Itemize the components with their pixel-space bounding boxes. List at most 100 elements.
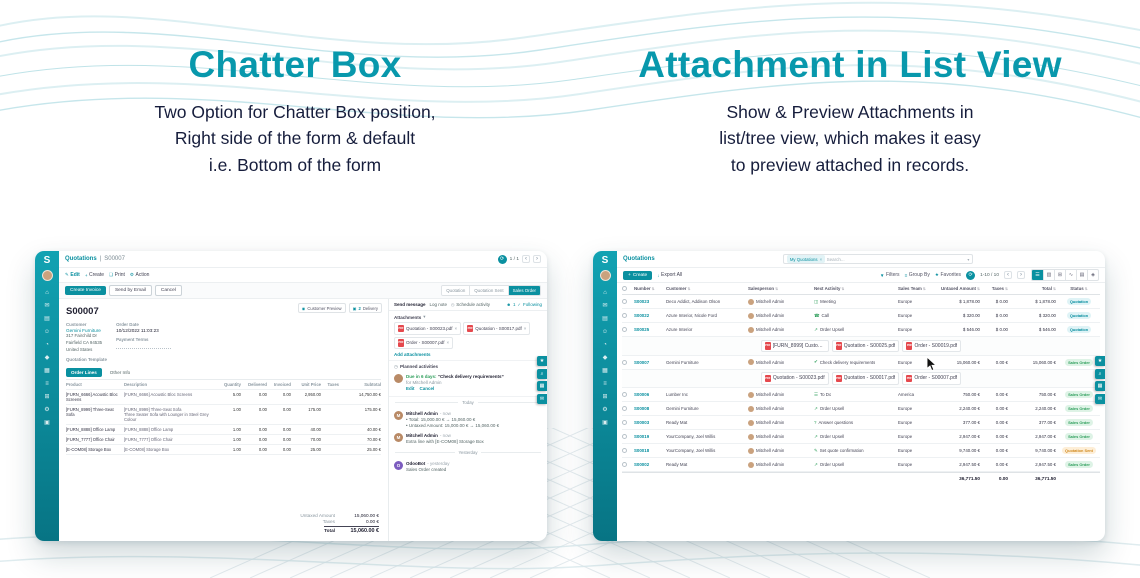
user-avatar[interactable] xyxy=(41,270,53,281)
sales-icon[interactable]: ◆ xyxy=(44,355,50,361)
quotation-number[interactable]: S00006 xyxy=(634,392,650,397)
contacts-icon[interactable]: ☺ xyxy=(43,328,51,335)
message-author[interactable]: Mitchell Admin xyxy=(406,432,438,438)
row-checkbox[interactable] xyxy=(622,462,627,467)
create-button[interactable]: +Create xyxy=(623,270,653,280)
row-checkbox[interactable] xyxy=(622,299,627,304)
order-line-row[interactable]: [FURN_6666] Acoustic Bloc Screens [FURN_… xyxy=(66,390,381,406)
status-step[interactable]: Sales Order xyxy=(507,286,540,295)
next-activity-cell[interactable]: ✔Check delivery requirements xyxy=(814,359,876,365)
search-icon[interactable]: ⌕ xyxy=(1095,368,1105,379)
quotation-number[interactable]: S00008 xyxy=(634,406,650,411)
following-label[interactable]: Following xyxy=(522,302,542,307)
row-checkbox[interactable] xyxy=(622,448,627,453)
order-line-row[interactable]: [FURN_7777] Office Chair [FURN_7777] Off… xyxy=(66,435,381,446)
inventory-icon[interactable]: ▦ xyxy=(44,368,50,374)
pivot-icon[interactable]: ⊞ xyxy=(1054,270,1065,280)
print-button[interactable]: ❏Print xyxy=(109,272,125,278)
order-line-row[interactable]: [FURN_8888] Office Lamp [FURN_8888] Offi… xyxy=(66,425,381,436)
send-message-tab[interactable]: Send message xyxy=(394,302,426,307)
quotation-number[interactable]: S00007 xyxy=(634,359,650,365)
grid-icon[interactable]: ▦ xyxy=(537,381,547,391)
purchase-icon[interactable]: ⊞ xyxy=(602,394,608,400)
schedule-activity-tab[interactable]: ◷Schedule activity xyxy=(451,302,490,307)
favorites-dropdown[interactable]: ★Favorites xyxy=(934,272,962,278)
grid-icon[interactable]: ▦ xyxy=(1095,381,1105,391)
star-icon[interactable]: ★ xyxy=(1095,356,1105,366)
action-button[interactable]: ⚙Action xyxy=(129,272,150,278)
search-facet[interactable]: My Quotations× xyxy=(787,255,825,263)
remove-attachment-icon[interactable]: × xyxy=(454,325,458,331)
next-activity-cell[interactable]: ?Answer questions xyxy=(814,420,854,425)
next-activity-cell[interactable]: ☰To Do xyxy=(814,391,832,398)
purchase-icon[interactable]: ⊞ xyxy=(44,394,50,400)
group-by-dropdown[interactable]: ≡Group By xyxy=(904,272,930,278)
pager-next-icon[interactable]: › xyxy=(1017,271,1025,279)
chat-icon[interactable]: ✉ xyxy=(537,393,547,404)
follower-icon[interactable]: ☻ xyxy=(506,302,511,307)
table-row[interactable]: S00002 Ready Mat Mitchell Admin ↗Order U… xyxy=(622,458,1100,472)
search-dropdown-icon[interactable]: ▾ xyxy=(967,256,970,262)
quotation-number[interactable]: S00022 xyxy=(634,313,650,318)
row-checkbox[interactable] xyxy=(622,392,627,397)
row-checkbox[interactable] xyxy=(622,327,627,332)
quotation-number[interactable]: S00025 xyxy=(634,327,650,332)
search-bar[interactable]: My Quotations× Search... ▾ xyxy=(783,253,974,265)
accounting-icon[interactable]: ≡ xyxy=(603,380,607,387)
pager-previous-icon[interactable]: ‹ xyxy=(1004,271,1012,279)
message-author[interactable]: OdooBot xyxy=(406,460,426,466)
customer-preview-button[interactable]: ◉Customer Preview xyxy=(297,303,346,313)
contacts-icon[interactable]: ☺ xyxy=(601,328,609,335)
accounting-icon[interactable]: ≡ xyxy=(45,380,49,387)
select-all-checkbox[interactable] xyxy=(622,286,627,291)
theme-refresh-button[interactable]: ⟳ xyxy=(497,254,507,264)
next-activity-cell[interactable]: ◫Meeting xyxy=(814,298,836,305)
home-icon[interactable]: ⌂ xyxy=(45,289,49,296)
send-by-email-button[interactable]: Send by Email xyxy=(108,285,152,296)
row-checkbox[interactable] xyxy=(622,406,627,411)
row-checkbox[interactable] xyxy=(622,313,627,318)
settings-icon[interactable]: ⚙ xyxy=(602,407,608,413)
order-line-row[interactable]: [FURN_8999] Three-Seat Sofa [FURN_8999] … xyxy=(66,405,381,426)
map-icon[interactable]: ◈ xyxy=(1087,270,1098,280)
quotation-number[interactable]: S00023 xyxy=(634,299,650,304)
filters-dropdown[interactable]: ▼Filters xyxy=(879,272,900,278)
app-logo[interactable]: S xyxy=(601,255,609,266)
calendar-icon[interactable]: ▤ xyxy=(1076,270,1087,280)
chat-icon[interactable]: ✉ xyxy=(1095,393,1105,404)
edit-button[interactable]: ✎Edit xyxy=(65,272,80,278)
export-all-button[interactable]: ↓Export All xyxy=(657,272,683,278)
tab-other-info[interactable]: Other Info xyxy=(109,370,131,376)
table-row[interactable]: S00022 Azure Interior, Nicole Ford Mitch… xyxy=(622,309,1100,323)
activity-edit-link[interactable]: Edit xyxy=(406,386,415,391)
app-logo[interactable]: S xyxy=(43,255,51,266)
next-activity-cell[interactable]: ✎Set quote confirmation xyxy=(814,447,864,454)
row-checkbox[interactable] xyxy=(622,420,627,425)
next-activity-cell[interactable]: ↗Order Upsell xyxy=(814,326,845,333)
apps-icon[interactable]: ▣ xyxy=(44,420,50,426)
next-activity-cell[interactable]: ↗Order Upsell xyxy=(814,405,845,412)
quotation-number[interactable]: S00002 xyxy=(634,462,650,467)
table-row[interactable]: S00025 Azure Interior Mitchell Admin ↗Or… xyxy=(622,323,1100,337)
next-activity-cell[interactable]: ↗Order Upsell xyxy=(814,461,845,468)
message-author[interactable]: Mitchell Admin xyxy=(406,410,438,416)
chevron-down-icon[interactable]: ▾ xyxy=(423,314,426,319)
payment-terms-field[interactable] xyxy=(116,343,172,349)
home-icon[interactable]: ⌂ xyxy=(603,289,607,296)
theme-refresh-button[interactable]: ⟳ xyxy=(966,270,976,280)
log-note-tab[interactable]: Log note xyxy=(429,302,448,307)
table-row[interactable]: S00007 Gemini Furniture Mitchell Admin ✔… xyxy=(622,356,1100,370)
kanban-icon[interactable]: ▥ xyxy=(1043,270,1054,280)
star-icon[interactable]: ★ xyxy=(537,356,547,366)
next-activity-cell[interactable]: ☎Call xyxy=(814,312,830,319)
table-row[interactable]: S00019 YourCompany, Joel Willis Mitchell… xyxy=(622,430,1100,444)
create-button[interactable]: +Create xyxy=(84,272,105,278)
order-line-row[interactable]: [E-COM08] Storage Box [E-COM08] Storage … xyxy=(66,445,381,456)
create-invoice-button[interactable]: Create Invoice xyxy=(65,286,106,295)
remove-attachment-icon[interactable]: × xyxy=(446,340,450,346)
sales-icon[interactable]: ◆ xyxy=(602,355,608,361)
table-row[interactable]: S00018 YourCompany, Joel Willis Mitchell… xyxy=(622,444,1100,458)
